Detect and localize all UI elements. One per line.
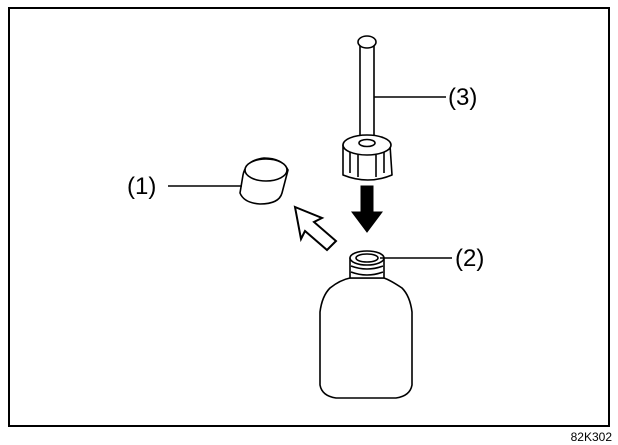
- callout-bottle: (2): [455, 245, 485, 272]
- arrow-down-icon: [351, 185, 383, 233]
- diagram-frame: [8, 7, 610, 427]
- figure-code: 82K302: [570, 430, 612, 444]
- cap-illustration: [239, 157, 289, 205]
- arrow-diagonal-icon: [293, 205, 338, 252]
- callout-cap: (1): [127, 173, 157, 200]
- nozzle-illustration: [342, 35, 393, 181]
- bottle-illustration: [319, 250, 413, 399]
- callout-nozzle: (3): [448, 84, 478, 111]
